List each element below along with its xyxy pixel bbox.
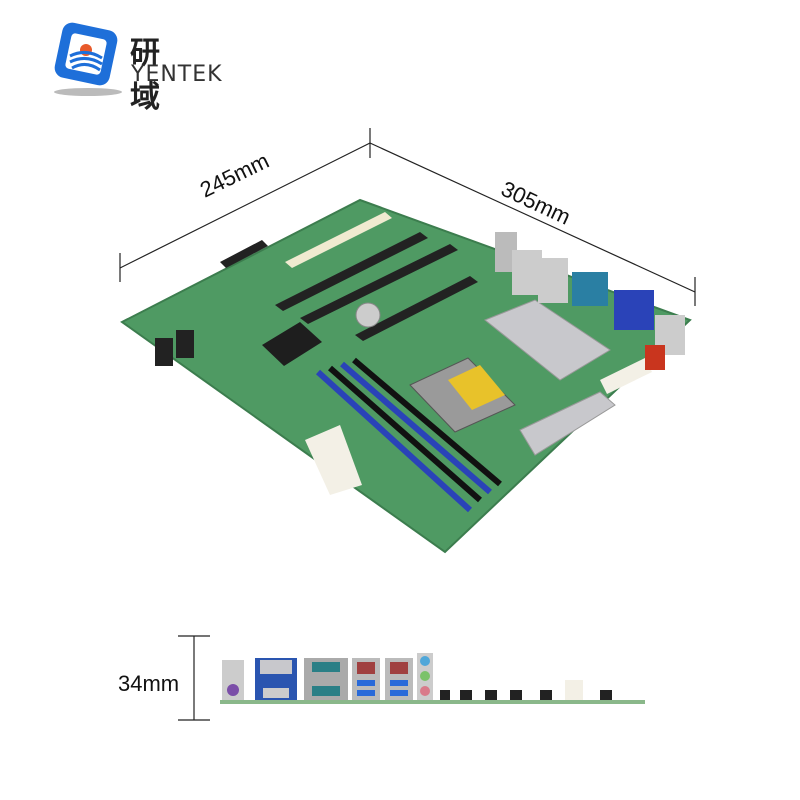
logo-chinese-text: 研 域 — [130, 36, 182, 115]
chipset-heatsink — [262, 322, 322, 366]
dimension-lines — [119, 128, 696, 721]
side-view-io — [220, 653, 645, 704]
pcb-board — [120, 198, 692, 554]
cpu-label — [448, 365, 505, 410]
dimm-slots — [315, 357, 502, 513]
vrm-heatsink-right — [519, 391, 616, 456]
yentek-logo: 研 域 YENTEK — [48, 20, 228, 115]
height-dimension-label: 34mm — [118, 671, 180, 696]
atx-power-connector-2 — [305, 425, 362, 495]
expansion-slots — [220, 212, 478, 341]
logo-english-text: YENTEK — [131, 62, 223, 87]
cmos-battery — [355, 302, 381, 328]
rear-io-ports — [495, 232, 685, 370]
atx-power-connector — [600, 358, 652, 394]
vrm-heatsink-top — [484, 299, 611, 381]
sata-ports — [155, 330, 194, 366]
logo-mark-icon — [54, 22, 122, 96]
